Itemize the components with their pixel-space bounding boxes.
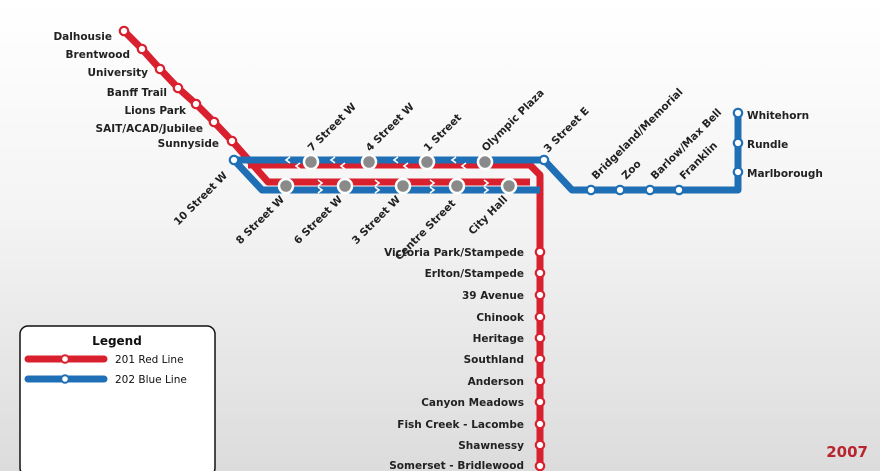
direction-chevrons — [284, 156, 490, 194]
station-marker-nw-0 — [118, 25, 130, 37]
station-label-3-street-e: 3 Street E — [542, 105, 592, 155]
station-label-shawnessy: Shawnessy — [458, 440, 524, 452]
station-label-banff-trail: Banff Trail — [107, 87, 167, 99]
station-marker-ne-2 — [732, 166, 744, 178]
station-label-whitehorn: Whitehorn — [747, 110, 809, 122]
station-label-3-street-w: 3 Street W — [350, 193, 403, 246]
station-label-heritage: Heritage — [473, 333, 524, 345]
station-marker-nw-3 — [172, 82, 184, 94]
legend-blue-station-marker — [60, 374, 70, 384]
station-marker-downtown-south-3 — [448, 177, 466, 195]
station-label-city-hall: City Hall — [466, 194, 510, 238]
station-marker-downtown-north-2 — [418, 153, 436, 171]
station-marker-south-10 — [534, 460, 546, 471]
station-marker-ne-1 — [732, 137, 744, 149]
station-label-canyon-meadows: Canyon Meadows — [421, 397, 524, 409]
station-label-sunnyside: Sunnyside — [158, 138, 219, 150]
stations-south — [534, 246, 546, 471]
station-marker-east-1 — [614, 184, 626, 196]
station-label-dalhousie: Dalhousie — [53, 31, 112, 43]
station-label-chinook: Chinook — [476, 312, 525, 324]
station-marker-east-3 — [673, 184, 685, 196]
station-marker-10-street-w — [228, 154, 240, 166]
station-marker-south-1 — [534, 267, 546, 279]
legend-red-station-marker — [60, 354, 70, 364]
station-marker-east-0 — [585, 184, 597, 196]
station-marker-south-8 — [534, 418, 546, 430]
station-label-39-avenue: 39 Avenue — [462, 290, 524, 302]
station-marker-south-0 — [534, 246, 546, 258]
station-label-8-street-w: 8 Street W — [234, 193, 287, 246]
station-marker-south-4 — [534, 332, 546, 344]
station-marker-nw-5 — [208, 116, 220, 128]
legend-title: Legend — [92, 334, 142, 348]
year-label: 2007 — [826, 443, 868, 461]
station-label-brentwood: Brentwood — [66, 49, 130, 61]
station-label-fish-creek-lacombe: Fish Creek - Lacombe — [397, 419, 524, 431]
station-label-southland: Southland — [464, 354, 524, 366]
legend-red-label: 201 Red Line — [115, 354, 184, 366]
station-marker-nw-2 — [154, 63, 166, 75]
blue-line-downtown-north-segment — [234, 113, 742, 194]
station-marker-downtown-south-4 — [500, 177, 518, 195]
legend-blue-label: 202 Blue Line — [115, 374, 187, 386]
station-marker-downtown-south-0 — [277, 177, 295, 195]
station-label-olympic-plaza: Olympic Plaza — [480, 87, 547, 154]
station-label-zoo: Zoo — [620, 158, 644, 182]
station-marker-nw-6 — [226, 135, 238, 147]
station-label-7-street-w: 7 Street W — [306, 101, 359, 154]
station-label-anderson: Anderson — [468, 376, 524, 388]
station-label-sait-acad-jubilee: SAIT/ACAD/Jubilee — [96, 123, 203, 135]
station-label-6-street-w: 6 Street W — [292, 193, 345, 246]
station-label-university: University — [88, 67, 149, 79]
station-label-1-street: 1 Street — [422, 112, 464, 154]
station-label-10-street-w: 10 Street W — [172, 169, 231, 228]
station-marker-downtown-north-1 — [360, 153, 378, 171]
station-label-victoria-park-stampede: Victoria Park/Stampede — [384, 247, 524, 259]
station-label-4-street-w: 4 Street W — [364, 101, 417, 154]
station-label-marlborough: Marlborough — [747, 168, 823, 180]
station-marker-nw-4 — [190, 98, 202, 110]
station-marker-south-5 — [534, 353, 546, 365]
station-marker-south-9 — [534, 439, 546, 451]
station-marker-south-7 — [534, 396, 546, 408]
station-marker-south-6 — [534, 375, 546, 387]
station-label-rundle: Rundle — [747, 139, 788, 151]
blue-line — [231, 113, 742, 194]
station-marker-south-2 — [534, 289, 546, 301]
station-marker-downtown-north-0 — [302, 153, 320, 171]
stations-downtown — [228, 153, 550, 195]
station-label-somerset-bridlewood: Somerset - Bridlewood — [389, 460, 524, 471]
station-label-erlton-stampede: Erlton/Stampede — [425, 268, 524, 280]
station-marker-3-street-e — [538, 154, 550, 166]
station-marker-nw-1 — [136, 43, 148, 55]
station-marker-downtown-south-1 — [336, 177, 354, 195]
station-marker-south-3 — [534, 311, 546, 323]
stations-northwest — [118, 25, 238, 147]
station-marker-downtown-south-2 — [394, 177, 412, 195]
station-marker-downtown-north-3 — [476, 153, 494, 171]
stations-blue-line — [585, 107, 744, 196]
station-marker-east-2 — [644, 184, 656, 196]
station-marker-ne-0 — [732, 107, 744, 119]
legend: Legend 201 Red Line 202 Blue Line — [19, 325, 216, 471]
station-label-lions-park: Lions Park — [124, 105, 187, 117]
blue-line-downtown-south-segment — [231, 157, 540, 194]
